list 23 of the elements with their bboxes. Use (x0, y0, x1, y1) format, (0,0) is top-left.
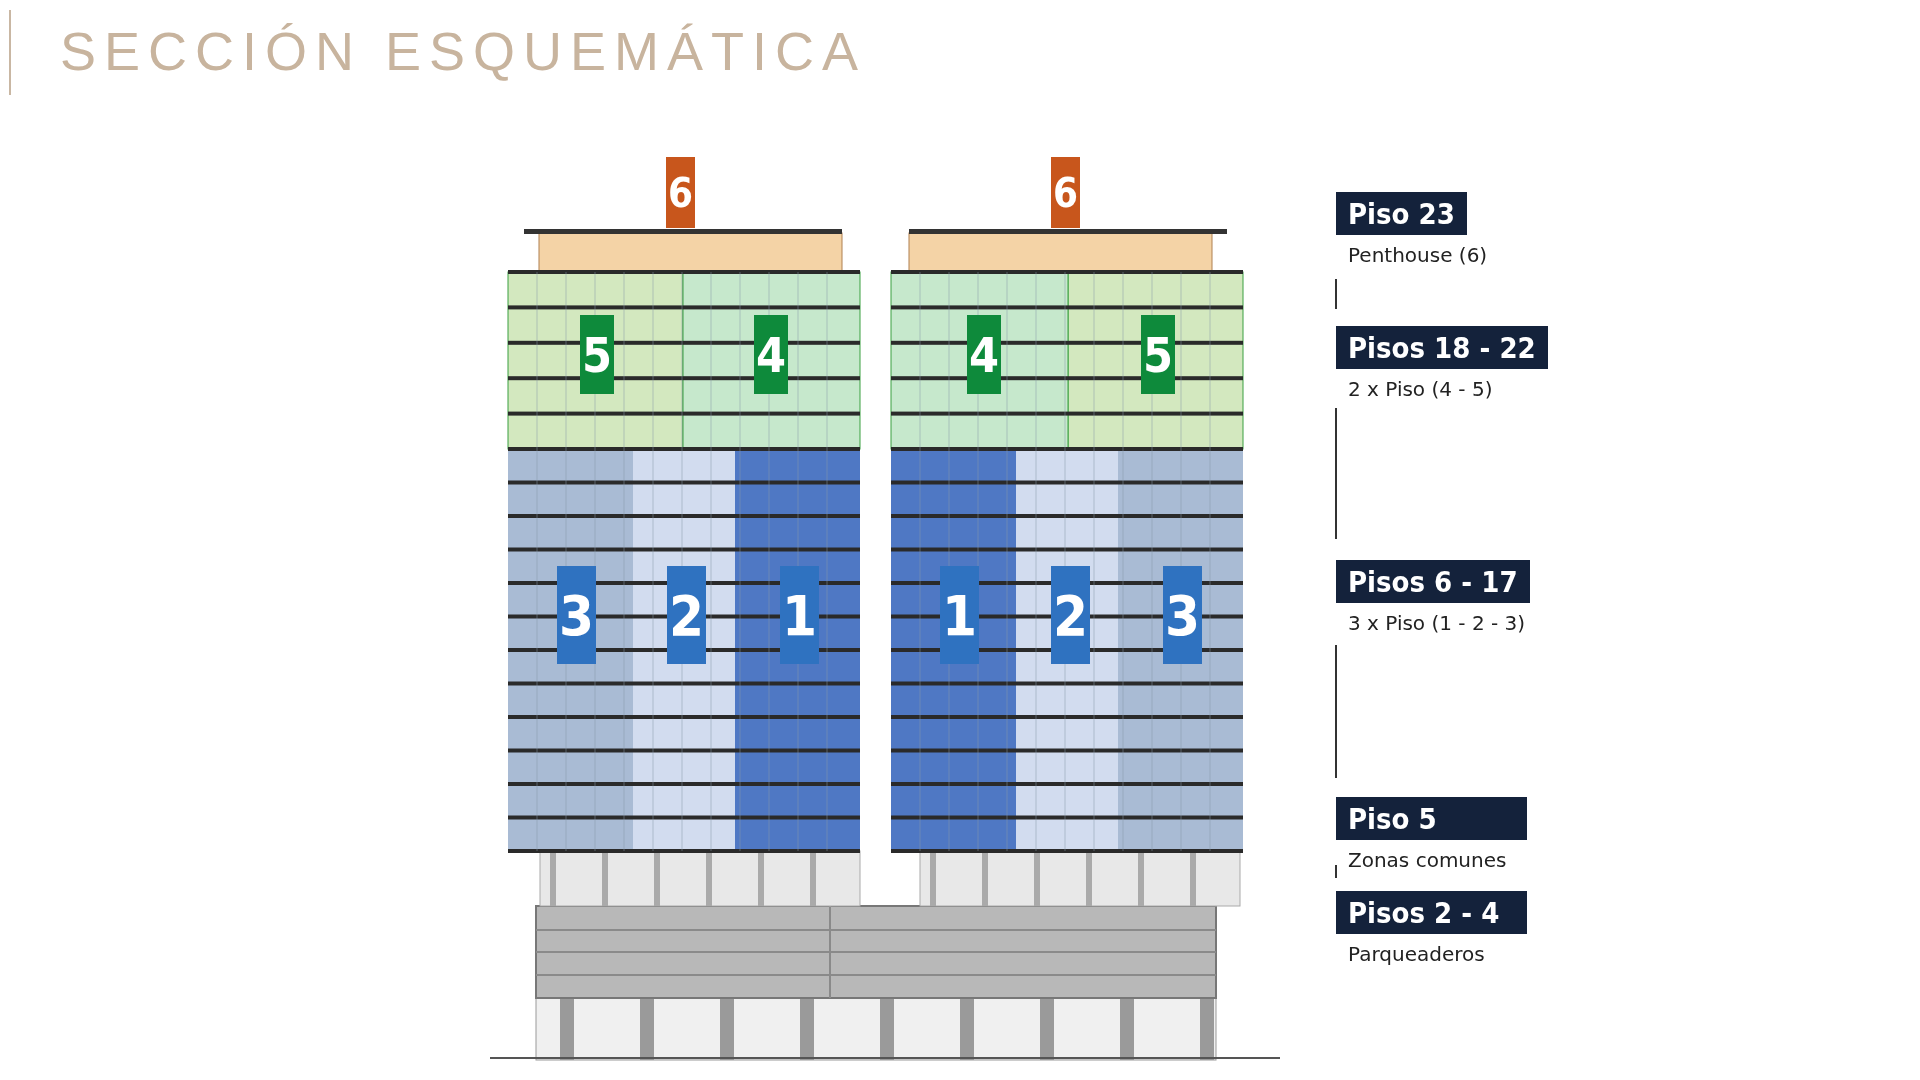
page-title: SECCIÓN ESQUEMÁTICA (60, 20, 867, 82)
unit-number-tag: 6 (1051, 157, 1081, 228)
unit-number-tag: 3 (557, 566, 597, 664)
unit-number-tag: 4 (754, 315, 789, 394)
floor-level-heading: Piso 5 (1336, 797, 1527, 840)
unit-number-tag: 1 (940, 566, 980, 664)
unit-number-tag: 5 (580, 315, 615, 394)
unit-number-tag: 4 (967, 315, 1002, 394)
floor-use-text: Parqueaderos (1348, 942, 1485, 966)
unit-number-tag: 6 (666, 157, 696, 228)
unit-number-tag: 5 (1141, 315, 1176, 394)
floor-level-heading: Piso 23 (1336, 192, 1467, 235)
floor-level-heading: Pisos 18 - 22 (1336, 326, 1548, 369)
unit-number-tag: 3 (1163, 566, 1203, 664)
unit-number-tag: 2 (1051, 566, 1091, 664)
floor-use-text: 3 x Piso (1 - 2 - 3) (1348, 611, 1526, 635)
unit-number-tag: 1 (780, 566, 820, 664)
floor-use-text: Penthouse (6) (1348, 243, 1488, 267)
floor-level-heading: Pisos 2 - 4 (1336, 891, 1527, 934)
floor-level-heading: Pisos 6 - 17 (1336, 560, 1530, 603)
floor-use-text: 2 x Piso (4 - 5) (1348, 377, 1493, 401)
floor-use-text: Zonas comunes (1348, 848, 1507, 872)
unit-number-tag: 2 (667, 566, 707, 664)
